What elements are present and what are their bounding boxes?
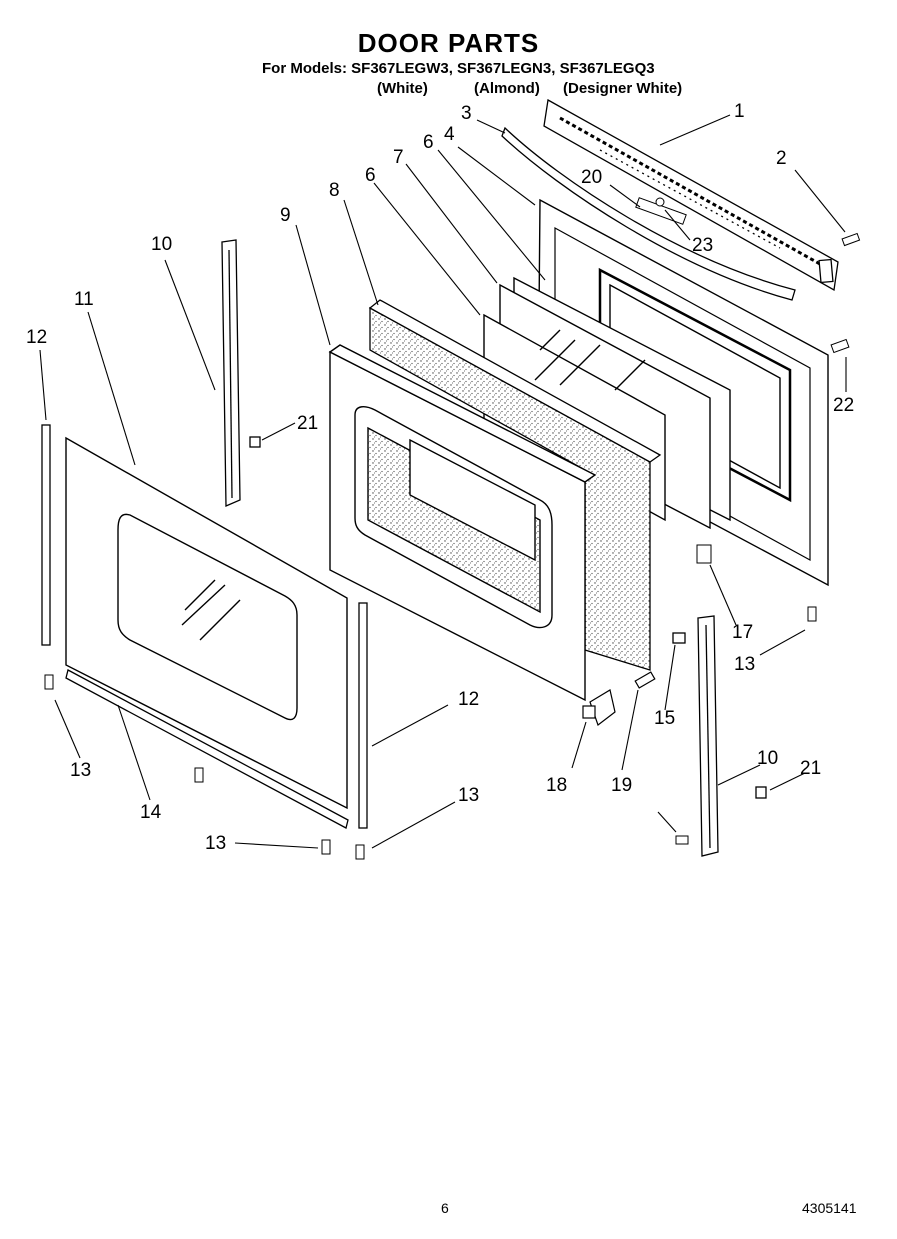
callout-labels: 1 2 3 4 6 6 7 8 9 10 11 12 21 22 20 23 1…	[26, 101, 854, 854]
models-line: For Models: SF367LEGW3, SF367LEGN3, SF36…	[262, 60, 655, 77]
callout-3: 3	[461, 103, 472, 124]
door-frame-part	[328, 344, 597, 702]
screws-13-part	[44, 606, 817, 860]
hinge-left-part	[221, 239, 261, 507]
callout-10-right: 10	[757, 748, 778, 769]
callout-7: 7	[393, 147, 404, 168]
callout-4: 4	[444, 124, 455, 145]
control-panel-part	[543, 98, 839, 292]
callout-12-right: 12	[458, 689, 479, 710]
page-number: 6	[441, 1200, 449, 1216]
bottom-trim-part	[65, 669, 349, 829]
color-white: (White)	[377, 80, 428, 97]
callout-13-bottom-right: 13	[458, 785, 479, 806]
bracket-20-part	[635, 197, 687, 225]
callout-12-left: 12	[26, 327, 47, 348]
side-trim-part	[41, 424, 368, 829]
callout-14: 14	[140, 802, 162, 823]
callout-23: 23	[692, 235, 713, 256]
leader-lines	[39, 114, 847, 849]
callout-21-left: 21	[297, 413, 318, 434]
clip-17-part	[696, 544, 712, 564]
callout-13-bottom-left: 13	[70, 760, 91, 781]
callout-20: 20	[581, 167, 602, 188]
callout-22: 22	[833, 395, 854, 416]
hinge-bracket-18-part	[582, 671, 656, 726]
callout-18: 18	[546, 775, 567, 796]
callout-6-upper: 6	[423, 132, 434, 153]
color-almond: (Almond)	[474, 80, 540, 97]
outer-glass-part	[65, 436, 348, 810]
callout-10-left: 10	[151, 234, 172, 255]
callout-17: 17	[732, 622, 753, 643]
callout-21-right: 21	[800, 758, 821, 779]
callout-8: 8	[329, 180, 340, 201]
callout-1: 1	[734, 101, 745, 122]
screw-2-part	[841, 232, 861, 247]
callout-11: 11	[74, 289, 94, 310]
trim-strip-part	[501, 126, 796, 301]
document-number: 4305141	[802, 1200, 857, 1216]
color-designer-white: (Designer White)	[563, 80, 683, 97]
screw-22-part	[830, 338, 850, 354]
callout-15: 15	[654, 708, 675, 729]
callout-13-right: 13	[734, 654, 755, 675]
callout-2: 2	[776, 148, 787, 169]
callout-9: 9	[280, 205, 291, 226]
page-title: DOOR PARTS	[357, 28, 540, 58]
hinge-right-part	[672, 615, 767, 857]
callout-13-bottom-mid: 13	[205, 833, 226, 854]
callout-19: 19	[611, 775, 632, 796]
callout-6-lower: 6	[365, 165, 376, 186]
